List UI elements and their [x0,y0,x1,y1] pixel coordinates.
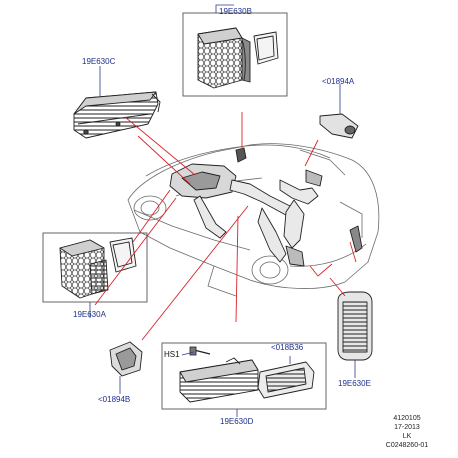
callout-19E630B: 19E630B [219,7,252,16]
callout-19E630C: 19E630C [82,57,116,66]
footer-region: LK [402,433,412,440]
callout-19E630D: 19E630D [220,417,254,426]
part-01894A [319,113,359,139]
callout-HS1: HS1 [164,350,180,359]
callout-01894A: <01894A [322,77,355,86]
part-19E630D [179,357,315,403]
part-01894B [109,341,143,377]
part-19E630E [337,291,373,361]
part-frames [42,12,327,410]
callout-19E630A: 19E630A [73,310,106,319]
leader-lines-red [94,112,357,341]
part-19E630A [59,237,137,299]
part-HS1-screw [189,346,211,356]
callout-018B36: <018B36 [271,343,304,352]
footer-date: 17-2013 [394,424,420,431]
part-19E630B [197,27,279,89]
callout-19E630E: 19E630E [338,379,371,388]
vehicle-outline [127,143,380,297]
leader-lines-blue [89,4,356,417]
callout-01894B: <01894B [98,395,131,404]
part-19E630C [73,91,161,139]
footer-code: C0248260-01 [385,442,429,449]
footer-id: 4120105 [393,415,421,422]
duct-system [169,147,363,267]
